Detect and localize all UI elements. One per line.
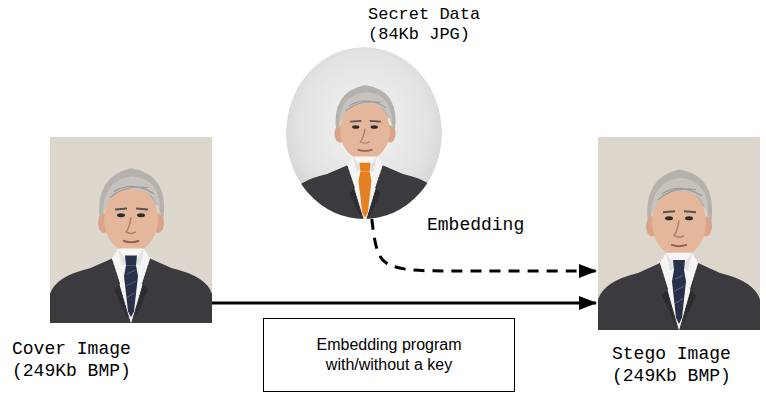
image-caption: Cover Image (249Kb BMP) [12, 338, 144, 382]
cover-photo [50, 137, 212, 323]
secret-data-image: Secret Data (84Kb JPG) [286, 47, 442, 219]
solid-arrow [212, 302, 596, 305]
edge-label: Embedding [425, 214, 526, 236]
cover-image: Cover Image (249Kb BMP) [50, 137, 212, 323]
stego-image: Stego Image (249Kb BMP) [598, 137, 760, 330]
image-caption: Stego Image (249Kb BMP) [612, 343, 747, 387]
program-box: Embedding program with/without a key [263, 318, 515, 392]
box-label: Embedding program with/without a key [304, 335, 474, 375]
secret-photo [286, 47, 442, 223]
stego-photo [598, 137, 760, 330]
image-caption: Secret Data (84Kb JPG) [368, 5, 496, 45]
edge-label-holder: Embedding [425, 214, 526, 236]
